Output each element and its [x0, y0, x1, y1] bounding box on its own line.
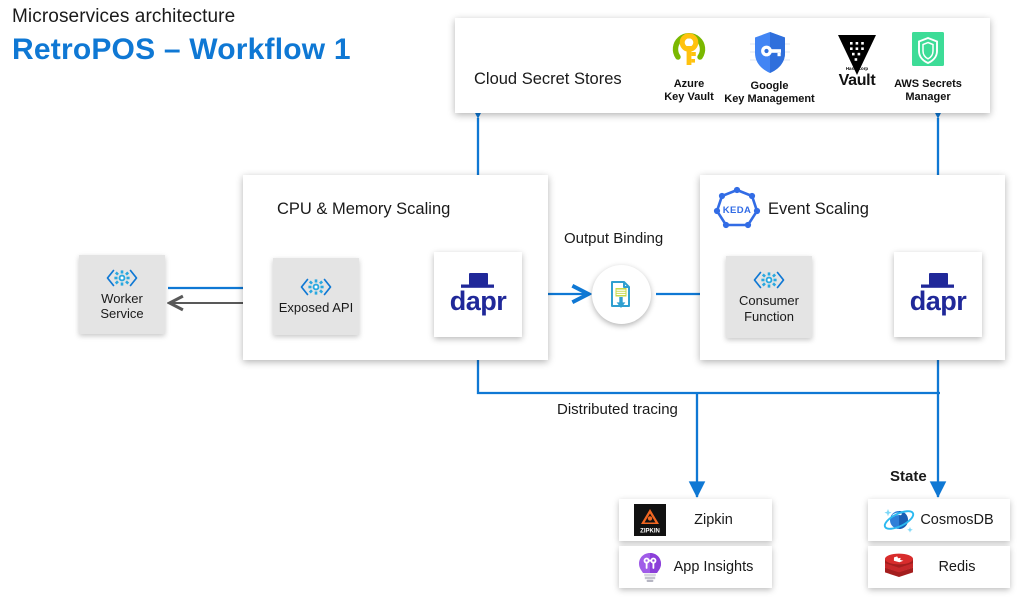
hashicorp-vault-icon: HashiCorp: [838, 35, 876, 75]
logo-caption: Azure Key Vault: [664, 78, 714, 104]
keda-logo: KEDA: [713, 186, 761, 229]
node-consumer-function[interactable]: Consumer Function: [726, 256, 812, 338]
logo-caption: Vault: [838, 72, 876, 89]
aws-secrets-manager-icon: [912, 32, 944, 66]
dapr-sidecar-event-scaling[interactable]: dapr: [894, 252, 982, 337]
panel-title-secret-stores: Cloud Secret Stores: [474, 70, 622, 88]
output-binding-node[interactable]: [592, 265, 651, 324]
node-label: Consumer Function: [739, 293, 799, 324]
store-row-redis[interactable]: Redis: [868, 546, 1010, 588]
zipkin-icon: ZIPKIN: [633, 503, 667, 537]
store-row-zipkin[interactable]: ZIPKIN Zipkin: [619, 499, 772, 541]
logo-google-key-management: Google Key Management: [712, 30, 827, 106]
logo-azure-key-vault: Azure Key Vault: [655, 30, 723, 104]
dapr-sidecar-cpu-scaling[interactable]: dapr: [434, 252, 522, 337]
dapr-logo: dapr: [910, 272, 968, 316]
redis-icon: [882, 550, 916, 584]
app-insights-icon: [633, 550, 667, 584]
svg-text:ZIPKIN: ZIPKIN: [640, 529, 660, 535]
node-exposed-api[interactable]: Exposed API: [273, 258, 359, 335]
label-state: State: [890, 468, 927, 485]
microservice-icon: [106, 269, 138, 287]
panel-cloud-secret-stores: Cloud Secret Stores: [455, 18, 990, 113]
dapr-logo: dapr: [450, 272, 508, 316]
svg-text:dapr: dapr: [910, 286, 968, 316]
logo-hashicorp-vault: HashiCorp Vault: [828, 30, 886, 90]
store-label: Redis: [938, 559, 976, 575]
store-label: Zipkin: [694, 512, 733, 528]
microservice-icon: [300, 279, 332, 296]
diagram-subtitle: Microservices architecture: [12, 6, 236, 27]
node-label: Worker Service: [100, 290, 144, 321]
label-output-binding: Output Binding: [564, 230, 664, 247]
node-worker-service[interactable]: Worker Service: [79, 255, 165, 334]
output-binding-icon: [610, 280, 630, 308]
store-row-cosmosdb[interactable]: CosmosDB: [868, 499, 1010, 541]
svg-text:dapr: dapr: [450, 286, 508, 316]
keda-badge: KEDA: [712, 186, 762, 234]
logo-caption: AWS Secrets Manager: [894, 78, 962, 104]
microservice-icon: [753, 272, 785, 289]
node-label: Exposed API: [278, 300, 354, 316]
logo-aws-secrets-manager: AWS Secrets Manager: [884, 30, 972, 104]
cosmosdb-icon: [882, 503, 916, 537]
google-key-management-icon: [749, 32, 790, 73]
label-distributed-tracing: Distributed tracing: [557, 401, 678, 418]
svg-text:HashiCorp: HashiCorp: [846, 66, 869, 71]
panel-title-event-scaling: Event Scaling: [768, 200, 869, 218]
logo-caption: Google Key Management: [724, 80, 815, 106]
store-label: CosmosDB: [920, 512, 994, 528]
store-row-app-insights[interactable]: App Insights: [619, 546, 772, 588]
svg-text:KEDA: KEDA: [723, 205, 752, 216]
azure-key-vault-icon: [672, 32, 706, 65]
store-label: App Insights: [673, 559, 754, 575]
page-title: RetroPOS – Workflow 1: [12, 33, 351, 66]
panel-title-cpu-scaling: CPU & Memory Scaling: [277, 200, 451, 218]
